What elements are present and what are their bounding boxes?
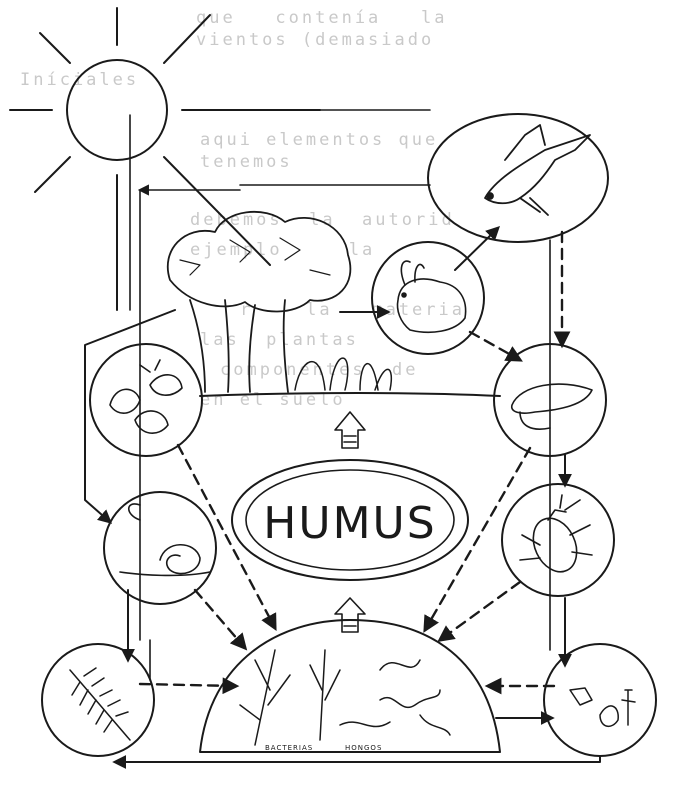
leaves-icon [110, 360, 182, 433]
beetle-icon [520, 495, 592, 579]
tree-icon [168, 212, 392, 392]
hawk-node [428, 114, 608, 242]
worm-icon [340, 660, 450, 735]
hawk-icon [485, 125, 590, 215]
beetle-to-decomposers-arrow [440, 582, 520, 640]
bacteria-label: BACTERIAS [265, 744, 313, 752]
dashed-arrows [140, 232, 562, 686]
solid-arrows [85, 228, 600, 762]
rabbit-to-larva-arrow [470, 332, 520, 360]
fern-node [42, 644, 154, 756]
fungi-label: HONGOS [345, 744, 382, 752]
humus-node: HUMUS [232, 460, 468, 580]
snail-icon [120, 504, 210, 575]
mites-to-fern-return-arrow [115, 756, 600, 762]
leaves-to-decomposers-arrow [178, 445, 275, 628]
mites-node [544, 644, 656, 756]
larva-to-decomposers-arrow [425, 448, 530, 630]
fern-icon [70, 668, 130, 740]
larva-icon [512, 384, 592, 429]
beetle-node [502, 484, 614, 596]
mites-icon [570, 688, 635, 726]
ground-line [200, 393, 500, 396]
decomposers-node: BACTERIAS HONGOS [200, 620, 500, 752]
snail-to-decomposers-arrow [195, 590, 245, 648]
snail-node [104, 492, 216, 604]
plants-to-snail-arrow [85, 310, 175, 522]
sun-icon [10, 8, 320, 310]
humus-to-plants-arrow [335, 412, 365, 448]
decomposers-icon [240, 650, 340, 745]
humus-label: HUMUS [263, 498, 436, 549]
decomposers-to-humus-arrow [335, 598, 365, 632]
leaves-node [90, 344, 202, 456]
rabbit-icon [398, 261, 466, 332]
